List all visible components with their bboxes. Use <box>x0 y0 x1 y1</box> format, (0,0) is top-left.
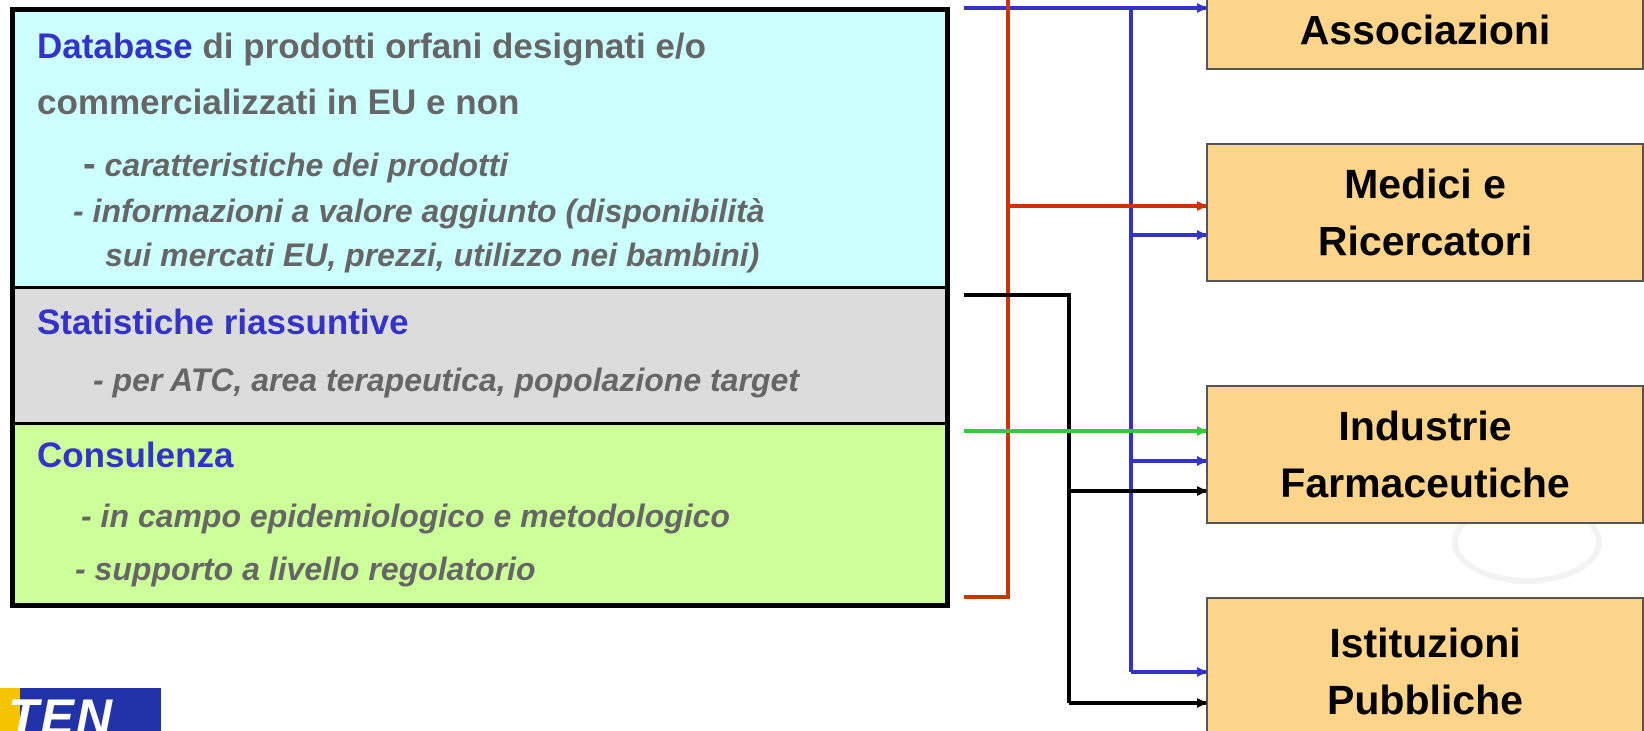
logo: TEN <box>0 688 161 731</box>
target-box-associazioni: Associazioni <box>1206 0 1644 70</box>
statistics-panel: Statistiche riassuntive - per ATC, area … <box>10 289 950 422</box>
database-title-line2: commercializzati in EU e non <box>37 83 520 122</box>
database-item-text: caratteristiche dei prodotti <box>104 147 509 183</box>
target-label-line2: Ricercatori <box>1317 217 1533 264</box>
database-item-text: sui mercati EU, prezzi, utilizzo nei bam… <box>105 237 760 273</box>
database-item-text: informazioni a valore aggiunto (disponib… <box>92 193 765 229</box>
target-label-line2: Farmaceutiche <box>1280 459 1570 506</box>
statistics-heading: Statistiche riassuntive <box>37 303 409 342</box>
bullet-dash: - <box>73 193 84 229</box>
target-box-istituzioni-pubbliche: Istituzioni Pubbliche <box>1206 597 1644 731</box>
statistics-item: - per ATC, area terapeutica, popolazione… <box>93 362 799 398</box>
database-item-continuation: sui mercati EU, prezzi, utilizzo nei bam… <box>105 234 759 276</box>
black-connector <box>964 293 1207 708</box>
target-label: Industrie Farmaceutiche <box>1280 398 1569 511</box>
consulting-item: - supporto a livello regolatorio <box>75 551 536 587</box>
consulting-item: - in campo epidemiologico e metodologico <box>81 498 730 534</box>
consulting-heading: Consulenza <box>37 436 234 475</box>
database-item: - caratteristiche dei prodotti <box>83 139 508 189</box>
database-title-line1: di prodotti orfani designati e/o <box>192 27 706 66</box>
target-label: Istituzioni Pubbliche <box>1327 615 1523 728</box>
database-keyword: Database <box>37 27 193 66</box>
red-connector <box>964 0 1207 599</box>
database-panel: Database di prodotti orfani designati e/… <box>10 7 950 289</box>
target-label-line1: Istituzioni <box>1329 620 1521 667</box>
target-box-medici-ricercatori: Medici e Ricercatori <box>1206 143 1644 282</box>
target-label-line2: Pubbliche <box>1327 677 1523 723</box>
target-box-industrie-farmaceutiche: Industrie Farmaceutiche <box>1206 385 1644 524</box>
consulting-panel: Consulenza - in campo epidemiologico e m… <box>10 422 950 608</box>
database-item: - informazioni a valore aggiunto (dispon… <box>73 190 765 232</box>
bullet-dash: - <box>83 143 96 185</box>
target-label-line1: Associazioni <box>1299 6 1551 53</box>
target-label-line1: Medici e <box>1344 160 1506 207</box>
database-heading: Database di prodotti orfani designati e/… <box>37 26 706 68</box>
blue-connector <box>964 3 1207 677</box>
target-label-line1: Industrie <box>1338 402 1512 449</box>
target-label: Medici e Ricercatori <box>1318 156 1532 269</box>
target-label: Associazioni <box>1300 2 1551 59</box>
